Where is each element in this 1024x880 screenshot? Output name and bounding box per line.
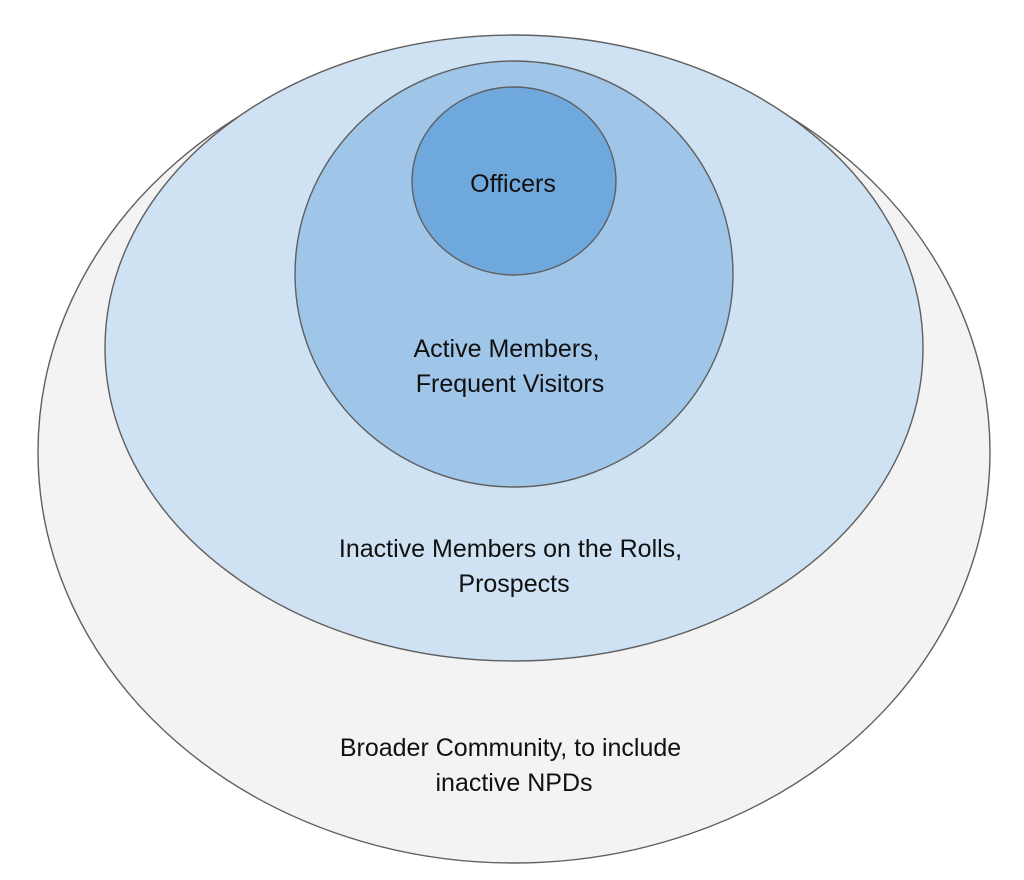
ring-officers: Officers xyxy=(411,86,617,276)
ring-active-members-label: Active Members, Frequent Visitors xyxy=(413,335,606,398)
ring-broader-community-label: Broader Community, to include inactive N… xyxy=(340,734,688,797)
ring-officers-shape xyxy=(411,86,617,276)
ring-inactive-members-label: Inactive Members on the Rolls, Prospects xyxy=(339,535,689,598)
ring-officers-label: Officers xyxy=(470,170,556,198)
